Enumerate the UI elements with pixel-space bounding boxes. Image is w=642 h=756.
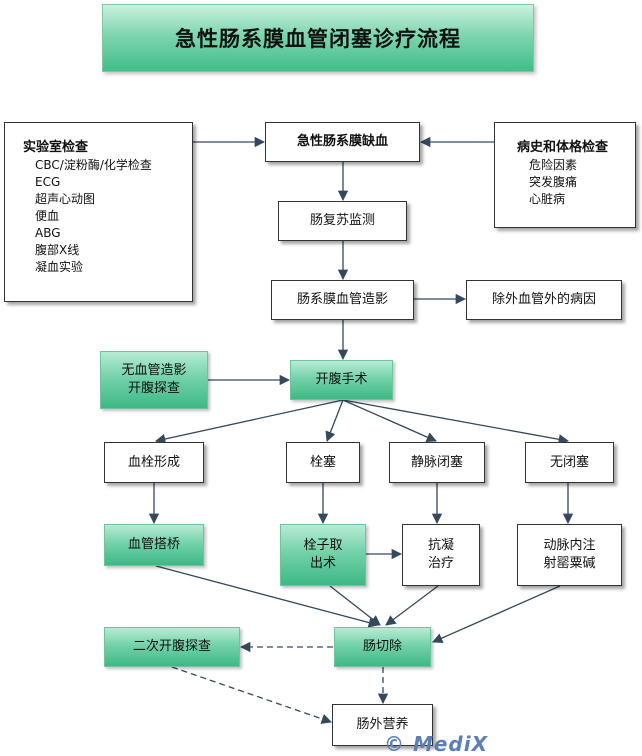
node-embolism: 栓塞 bbox=[286, 442, 360, 483]
node-bowel-resection: 肠切除 bbox=[334, 627, 431, 667]
arrow-embolectomy-to-resection bbox=[329, 585, 381, 626]
arrow-papaverine-to-resection bbox=[432, 585, 561, 643]
node-laparotomy: 开腹手术 bbox=[290, 360, 393, 400]
lab-item: ECG bbox=[35, 175, 61, 189]
node-vascular-bypass: 血管搭桥 bbox=[104, 524, 204, 566]
history-item: 心脏病 bbox=[529, 192, 566, 206]
node-anticoagulation: 抗凝 治疗 bbox=[402, 524, 480, 586]
node-thrombosis: 血栓形成 bbox=[104, 442, 204, 483]
node-acute-ischemia: 急性肠系膜缺血 bbox=[265, 122, 420, 162]
node-embolectomy: 栓子取 出术 bbox=[280, 524, 366, 586]
arrow-bypass-to-resection bbox=[155, 565, 380, 628]
node-papaverine: 动脉内注 射罂粟碱 bbox=[517, 524, 622, 586]
watermark-logo: © MediX bbox=[384, 732, 489, 756]
node-no-angiography: 无血管造影 开腹探查 bbox=[100, 351, 208, 409]
lab-item: 超声心动图 bbox=[35, 192, 96, 206]
history-exam-panel: 病史和体格检查 危险因素 突发腹痛 心脏病 bbox=[494, 122, 636, 228]
node-non-occlusive: 无闭塞 bbox=[525, 442, 614, 483]
page-title: 急性肠系膜血管闭塞诊疗流程 bbox=[102, 4, 534, 72]
lab-item: 便血 bbox=[35, 209, 60, 223]
node-venous-occlusion: 静脉闭塞 bbox=[389, 442, 485, 483]
arrow-laparotomy-to-venous bbox=[342, 399, 437, 442]
history-item: 突发腹痛 bbox=[529, 175, 578, 189]
history-exam-heading: 病史和体格检查 bbox=[517, 140, 609, 155]
lab-item: CBC/淀粉酶/化学检查 bbox=[35, 158, 152, 172]
arrow-laparotomy-to-thrombosis bbox=[154, 399, 344, 445]
node-non-vascular: 除外血管外的病因 bbox=[466, 280, 622, 320]
node-parenteral-nutrition: 肠外营养 bbox=[332, 704, 433, 746]
node-angiography: 肠系膜血管造影 bbox=[271, 280, 414, 320]
lab-tests-panel: 实验室检查 CBC/淀粉酶/化学检查 ECG 超声心动图 便血 ABG 腹部X线… bbox=[4, 122, 193, 302]
lab-tests-heading: 实验室检查 bbox=[23, 140, 89, 155]
node-resuscitation: 肠复苏监测 bbox=[278, 201, 407, 241]
arrow-laparotomy-to-embolism bbox=[325, 399, 344, 442]
arrow-laparotomy-to-nonocclusive bbox=[342, 399, 570, 445]
lab-item: ABG bbox=[35, 226, 61, 240]
lab-item: 腹部X线 bbox=[35, 243, 80, 257]
node-second-look: 二次开腹探查 bbox=[104, 627, 240, 667]
arrow-secondlook-to-parenteral bbox=[171, 666, 332, 724]
history-item: 危险因素 bbox=[529, 158, 578, 172]
lab-item: 凝血实验 bbox=[35, 260, 84, 274]
arrow-anticoag-to-resection bbox=[385, 585, 439, 626]
